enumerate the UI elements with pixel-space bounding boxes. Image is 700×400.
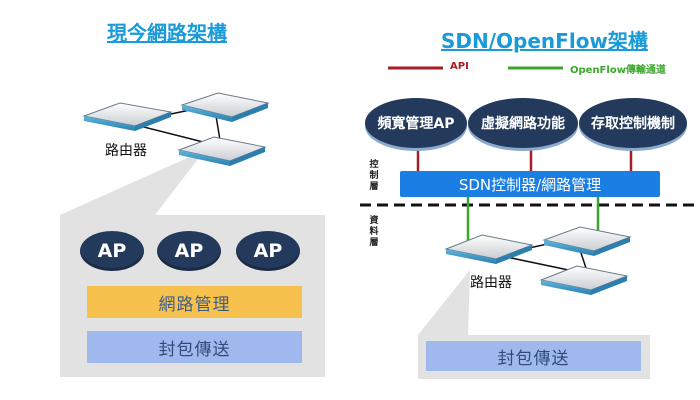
- packet-transport-bar-left: 封包傳送: [87, 331, 302, 363]
- ap-ellipse-2: AP: [157, 231, 221, 271]
- left-title: 現今網路架構: [107, 21, 227, 45]
- router-right-b: [542, 226, 632, 256]
- router-left-b: [180, 92, 270, 122]
- callout-right: [418, 270, 470, 335]
- app-virtual-network: 虛擬網路功能: [468, 98, 578, 148]
- right-title: SDN/OpenFlow架構: [441, 29, 648, 53]
- control-layer-label: 控制層: [369, 160, 379, 192]
- ap-ellipse-1: AP: [80, 231, 144, 271]
- left-router-label: 路由器: [105, 143, 147, 159]
- sdn-controller-box: SDN控制器/網路管理: [400, 171, 660, 197]
- legend-api-label: API: [450, 61, 469, 72]
- data-layer-label: 資料層: [369, 216, 379, 248]
- router-left-c: [177, 136, 267, 166]
- router-right-c: [539, 265, 629, 295]
- router-right-a: [444, 234, 534, 264]
- right-router-label: 路由器: [470, 275, 512, 291]
- router-left-a: [82, 102, 173, 131]
- packet-transport-bar-right: 封包傳送: [426, 341, 641, 371]
- app-bandwidth-management: 頻寬管理AP: [365, 98, 467, 148]
- network-management-bar: 網路管理: [87, 286, 302, 318]
- callout-left: [60, 150, 205, 215]
- legend-openflow-label: OpenFlow傳輸通道: [570, 65, 666, 76]
- ap-ellipse-3: AP: [236, 231, 300, 271]
- app-access-control: 存取控制機制: [579, 98, 687, 148]
